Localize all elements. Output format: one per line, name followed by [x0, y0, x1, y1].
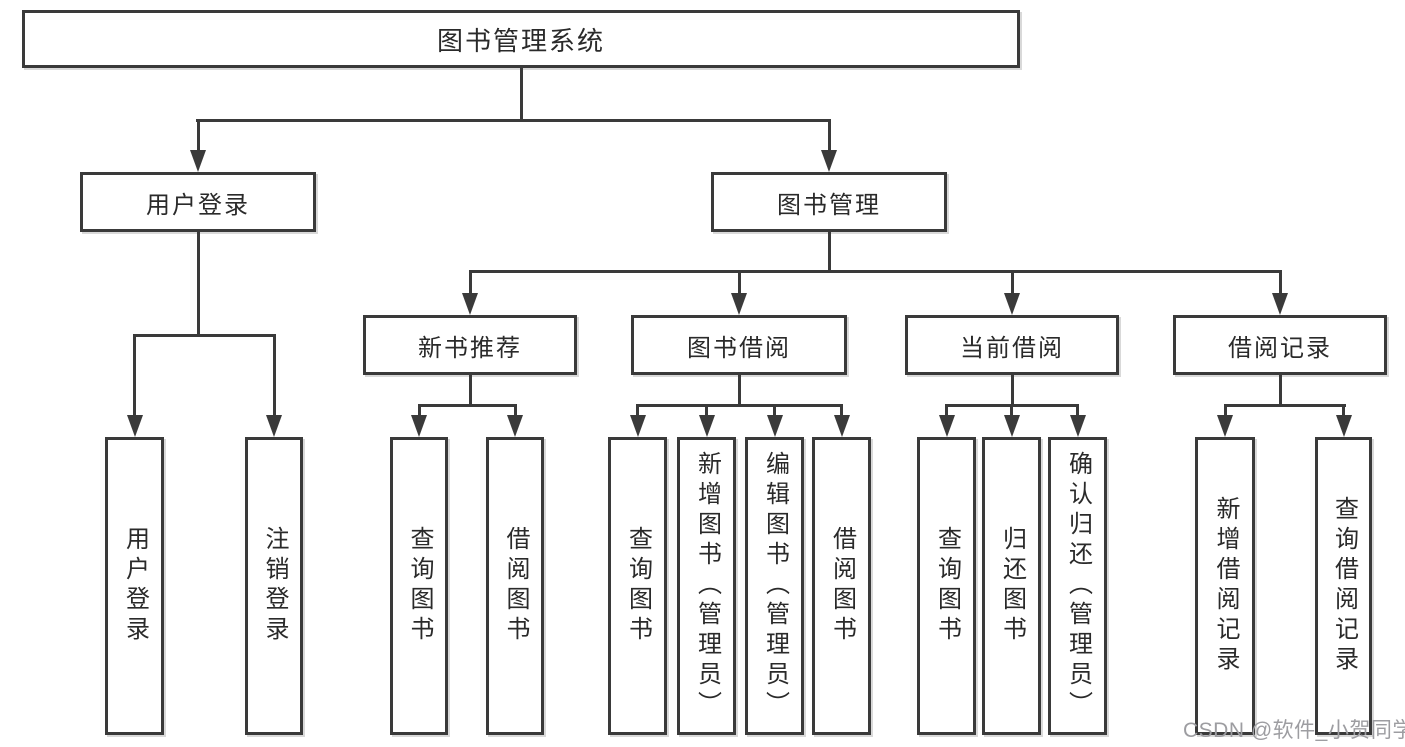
arrowhead: [411, 415, 427, 437]
arrowhead: [698, 415, 715, 437]
leaf-records-query-record: 查询借阅记录: [1315, 437, 1372, 735]
node-book-management: 图书管理: [711, 172, 947, 232]
connector-vline: [196, 232, 200, 336]
arrowhead: [821, 150, 837, 172]
leaf-recommend-query-book: 查询图书: [390, 437, 448, 735]
arrowhead: [126, 415, 143, 437]
connector-vline: [1010, 375, 1014, 407]
arrowhead: [1335, 415, 1352, 437]
arrowhead: [1004, 293, 1020, 315]
connector-vline: [513, 404, 517, 417]
node-current-borrowing: 当前借阅: [905, 315, 1119, 375]
connector-vline: [468, 375, 472, 407]
arrowhead: [1069, 415, 1086, 437]
connector-vline: [468, 270, 472, 295]
connector-vline: [737, 270, 741, 295]
connector-hline: [468, 270, 1282, 273]
connector-hline: [133, 334, 276, 337]
node-library-management-system: 图书管理系统: [22, 10, 1020, 68]
connector-vline: [519, 68, 523, 121]
arrowhead: [629, 415, 646, 437]
connector-vline: [417, 404, 421, 417]
arrowhead: [766, 415, 783, 437]
connector-hline: [636, 404, 843, 407]
leaf-current-confirm-return-admin: 确认归还（管理员）: [1048, 437, 1107, 735]
arrowhead: [938, 415, 955, 437]
leaf-borrowing-query-book: 查询图书: [608, 437, 667, 735]
arrowhead: [1217, 415, 1233, 437]
connector-vline: [737, 375, 741, 407]
arrowhead: [731, 293, 747, 315]
connector-vline: [1223, 404, 1227, 417]
node-borrow-records: 借阅记录: [1173, 315, 1387, 375]
connector-vline: [1076, 404, 1079, 417]
connector-vline: [840, 404, 843, 417]
connector-vline: [636, 404, 639, 417]
connector-vline: [1342, 404, 1345, 417]
connector-vline: [945, 404, 948, 417]
arrowhead: [1003, 415, 1020, 437]
leaf-records-add-record: 新增借阅记录: [1195, 437, 1255, 735]
arrowhead: [833, 415, 850, 437]
leaf-user-login: 用户登录: [105, 437, 164, 735]
arrowhead: [507, 415, 523, 437]
node-user-login: 用户登录: [80, 172, 316, 232]
connector-hline: [417, 404, 517, 407]
node-new-book-recommend: 新书推荐: [363, 315, 577, 375]
csdn-watermark: CSDN @软件_小贺同学: [1183, 719, 1405, 742]
connector-vline: [133, 334, 136, 417]
connector-vline: [1278, 375, 1282, 407]
connector-vline: [1010, 270, 1014, 295]
connector-vline: [705, 404, 708, 417]
leaf-borrowing-edit-book-admin: 编辑图书（管理员）: [745, 437, 804, 735]
connector-vline: [773, 404, 776, 417]
connector-hline: [1223, 404, 1346, 407]
arrowhead: [462, 293, 478, 315]
connector-vline: [827, 232, 831, 273]
connector-vline: [196, 119, 200, 152]
arrowhead: [190, 150, 206, 172]
leaf-borrowing-borrow-book: 借阅图书: [812, 437, 871, 735]
connector-hline: [196, 119, 831, 122]
leaf-current-return-book: 归还图书: [982, 437, 1041, 735]
leaf-recommend-borrow-book: 借阅图书: [486, 437, 544, 735]
connector-vline: [272, 334, 276, 417]
arrowhead: [266, 415, 282, 437]
node-book-borrowing: 图书借阅: [631, 315, 847, 375]
connector-vline: [1278, 270, 1282, 295]
connector-vline: [1010, 404, 1013, 417]
leaf-borrowing-add-book-admin: 新增图书（管理员）: [677, 437, 736, 735]
leaf-logout: 注销登录: [245, 437, 303, 735]
arrowhead: [1272, 293, 1288, 315]
connector-vline: [827, 119, 831, 152]
leaf-current-query-book: 查询图书: [917, 437, 976, 735]
